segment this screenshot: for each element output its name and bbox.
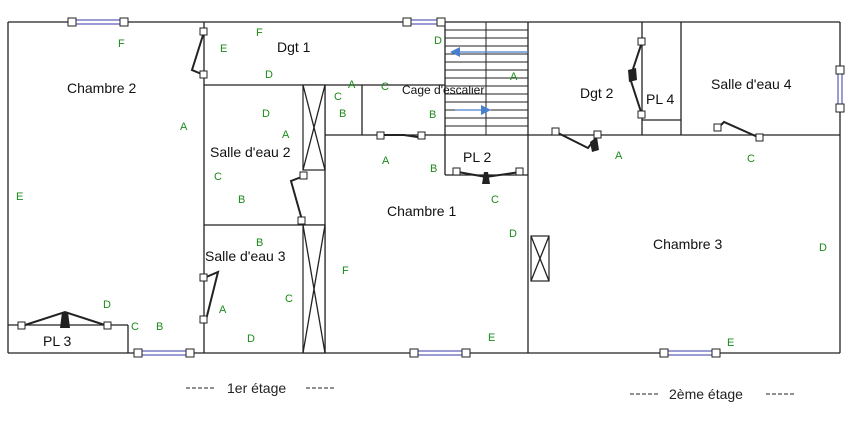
room-label-dgt-1: Dgt 1	[277, 39, 311, 55]
closets	[302, 84, 550, 354]
wall-code: A	[510, 71, 518, 83]
room-label-chambre-3: Chambre 3	[653, 236, 722, 252]
wall-codes: F E F D D A C C A D A B A B A C B B B C …	[16, 27, 827, 349]
wall-code: F	[118, 38, 125, 50]
room-label-cage-escalier: Cage d'escalier	[402, 83, 484, 97]
wall-code: E	[16, 191, 23, 203]
wall-code: E	[727, 337, 734, 349]
wall-code: A	[180, 121, 188, 133]
wall-code: A	[219, 304, 227, 316]
room-label-pl-3: PL 3	[43, 333, 71, 349]
room-label-chambre-1: Chambre 1	[387, 203, 456, 219]
wall-code: F	[342, 265, 349, 277]
room-label-salle-eau-4: Salle d'eau 4	[711, 76, 792, 92]
wall-code: B	[156, 321, 163, 333]
room-label-pl-2: PL 2	[463, 149, 491, 165]
room-label-salle-eau-3: Salle d'eau 3	[205, 248, 286, 264]
wall-code: D	[262, 108, 270, 120]
floor-captions: 1er étage 2ème étage	[186, 380, 794, 402]
wall-code: C	[747, 153, 755, 165]
wall-code: C	[381, 81, 389, 93]
caption-floor-2: 2ème étage	[669, 386, 743, 402]
room-labels: Chambre 2 Dgt 1 Cage d'escalier Dgt 2 PL…	[43, 39, 792, 349]
room-label-chambre-2: Chambre 2	[67, 80, 136, 96]
outer-walls	[7, 21, 841, 354]
wall-code: A	[615, 150, 623, 162]
room-label-dgt-2: Dgt 2	[580, 85, 614, 101]
wall-code: C	[131, 321, 139, 333]
wall-code: C	[491, 194, 499, 206]
wall-code: C	[214, 171, 222, 183]
wall-code: B	[430, 163, 437, 175]
wall-code: B	[238, 194, 245, 206]
room-label-salle-eau-2: Salle d'eau 2	[210, 144, 291, 160]
wall-code: A	[382, 155, 390, 167]
wall-code: D	[434, 35, 442, 47]
caption-floor-1: 1er étage	[227, 380, 286, 396]
wall-code: B	[256, 237, 263, 249]
staircase	[444, 21, 529, 136]
wall-code: E	[488, 332, 495, 344]
wall-code: C	[334, 91, 342, 103]
interior-walls	[8, 22, 840, 353]
wall-code: C	[285, 293, 293, 305]
wall-code: D	[103, 299, 111, 311]
room-label-pl-4: PL 4	[646, 91, 674, 107]
doors	[17, 27, 764, 330]
wall-code: D	[247, 333, 255, 345]
wall-code: A	[348, 79, 356, 91]
wall-code: B	[429, 109, 436, 121]
wall-code: F	[256, 27, 263, 39]
wall-code: E	[220, 43, 227, 55]
wall-code: B	[339, 108, 346, 120]
wall-code: D	[819, 242, 827, 254]
windows	[67, 17, 845, 358]
wall-code: D	[265, 69, 273, 81]
wall-code: D	[509, 228, 517, 240]
wall-code: A	[282, 129, 290, 141]
